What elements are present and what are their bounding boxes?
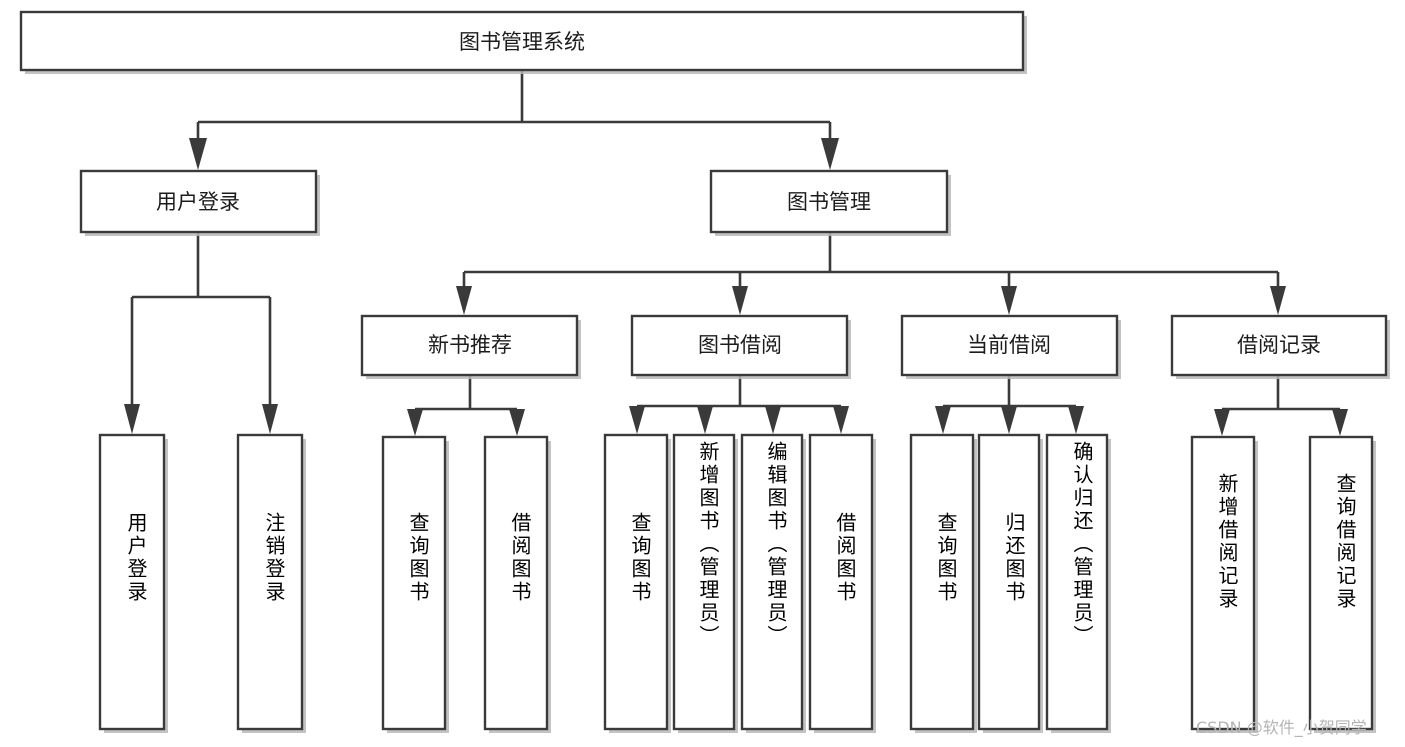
node-rect[interactable] [909, 433, 975, 731]
node-new-book-recommend[interactable]: 新书推荐 [360, 314, 581, 379]
node-book-management[interactable]: 图书管理 [709, 169, 951, 236]
arrow-head-leaf-query-record [1332, 409, 1348, 436]
arrow-head-leaf-return-book [1001, 406, 1017, 434]
arrow-head-leaf-logout-login [262, 404, 278, 434]
connector-layer [124, 71, 1348, 436]
arrow-head-leaf-add-record [1214, 409, 1230, 436]
leaf-node-query-book-3[interactable] [909, 433, 977, 733]
node-rect[interactable] [236, 433, 304, 731]
node-rect[interactable] [630, 314, 849, 377]
arrow-head-book-borrow [732, 286, 748, 315]
leaf-node-return-book[interactable] [977, 433, 1043, 733]
leaf-label-query-record: 查询借阅记录 [1333, 473, 1357, 611]
node-rect[interactable] [603, 433, 669, 731]
arrow-head-current-borrow [1001, 286, 1017, 315]
node-rect[interactable] [900, 314, 1119, 377]
node-rect[interactable] [1190, 435, 1256, 731]
leaf-node-logout-login[interactable] [236, 433, 306, 733]
leaf-node-add-book[interactable] [672, 433, 738, 733]
node-current-borrow[interactable]: 当前借阅 [900, 314, 1121, 379]
leaf-node-query-record[interactable] [1308, 435, 1376, 733]
leaf-node-edit-book[interactable] [740, 433, 806, 733]
arrow-head-leaf-query-book-3 [935, 406, 951, 434]
node-rect[interactable] [360, 314, 579, 377]
arrow-head-leaf-add-book [697, 406, 713, 434]
node-book-borrow[interactable]: 图书借阅 [630, 314, 851, 379]
node-rect[interactable] [1170, 314, 1388, 377]
leaf-label-add-record: 新增借阅记录 [1215, 473, 1239, 611]
node-rect[interactable] [709, 169, 949, 234]
node-rect[interactable] [483, 435, 549, 731]
leaf-label-user-login: 用户登录 [124, 512, 148, 604]
arrow-head-leaf-user-login [124, 404, 140, 434]
leaf-label-borrow-book-1: 借阅图书 [508, 512, 532, 604]
node-rect[interactable] [672, 433, 736, 731]
leaf-label-edit-book: 编辑图书（管理员） [764, 441, 788, 648]
leaf-label-query-book-1: 查询图书 [406, 512, 430, 604]
leaf-node-query-book-1[interactable] [381, 435, 449, 733]
arrow-head-leaf-borrow-book-2 [833, 406, 849, 434]
leaf-label-add-book: 新增图书（管理员） [696, 441, 720, 648]
leaf-node-confirm-return[interactable] [1045, 433, 1111, 733]
node-borrow-record[interactable]: 借阅记录 [1170, 314, 1390, 379]
node-label-root-title: 图书管理系统 [459, 30, 585, 54]
node-rect[interactable] [79, 169, 318, 234]
leaf-label-confirm-return: 确认归还（管理员） [1070, 441, 1094, 648]
leaf-label-logout-login: 注销登录 [262, 512, 286, 604]
node-rect[interactable] [808, 433, 874, 731]
leaf-node-add-record[interactable] [1190, 435, 1258, 733]
node-rect[interactable] [1045, 433, 1109, 731]
node-rect[interactable] [381, 435, 447, 731]
node-label-borrow-record: 借阅记录 [1237, 333, 1321, 357]
leaf-label-return-book: 归还图书 [1002, 512, 1026, 604]
arrow-head-user-login [189, 138, 207, 170]
leaf-node-query-book-2[interactable] [603, 433, 671, 733]
arrow-head-book-management [821, 138, 839, 170]
node-rect[interactable] [98, 433, 166, 731]
node-rect[interactable] [1308, 435, 1374, 731]
node-label-user-login: 用户登录 [156, 190, 240, 214]
arrow-head-leaf-confirm-return [1068, 406, 1084, 434]
node-user-login[interactable]: 用户登录 [79, 169, 320, 236]
arrow-head-leaf-edit-book [765, 406, 781, 434]
arrow-head-leaf-query-book-2 [629, 406, 645, 434]
arrow-head-borrow-record [1270, 286, 1286, 315]
leaf-node-user-login[interactable] [98, 433, 168, 733]
node-label-new-book-recommend: 新书推荐 [428, 333, 512, 357]
arrow-head-new-book-recommend [456, 286, 472, 315]
leaf-label-borrow-book-2: 借阅图书 [833, 512, 857, 604]
leaf-node-borrow-book-2[interactable] [808, 433, 876, 733]
arrow-head-leaf-borrow-book-1 [509, 409, 525, 436]
node-rect[interactable] [977, 433, 1041, 731]
leaf-node-borrow-book-1[interactable] [483, 435, 551, 733]
node-rect[interactable] [19, 10, 1025, 72]
node-label-current-borrow: 当前借阅 [967, 333, 1051, 357]
leaf-label-query-book-2: 查询图书 [628, 512, 652, 604]
node-label-book-borrow: 图书借阅 [698, 333, 782, 357]
node-rect[interactable] [740, 433, 804, 731]
node-root-title[interactable]: 图书管理系统 [19, 10, 1027, 74]
node-label-book-management: 图书管理 [787, 190, 871, 214]
leaf-label-query-book-3: 查询图书 [934, 512, 958, 604]
arrow-head-leaf-query-book-1 [407, 409, 423, 436]
